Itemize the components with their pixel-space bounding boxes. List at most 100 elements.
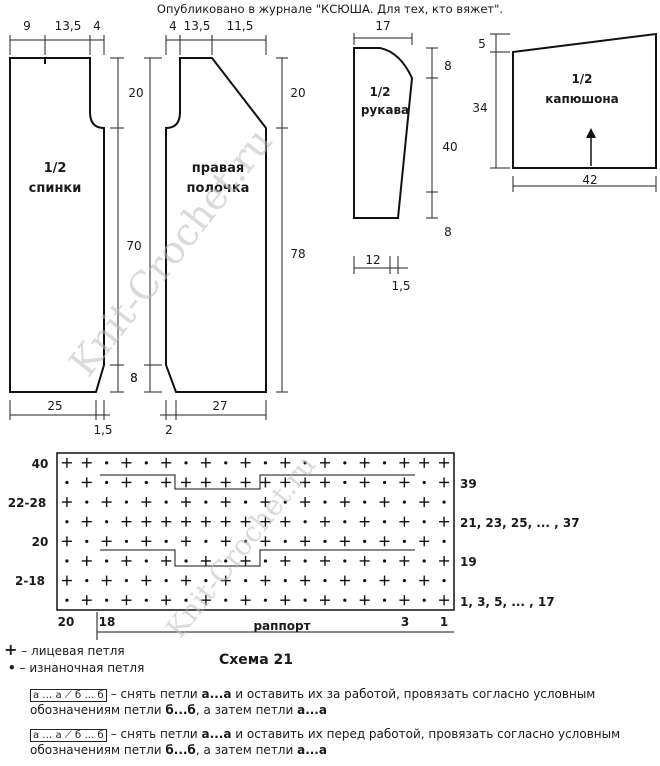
purl-stitch-icon	[442, 578, 446, 583]
hood-label-2: капюшона	[545, 92, 619, 106]
purl-stitch-icon	[224, 461, 228, 465]
legend-purl-text: – изнаночная петля	[19, 661, 145, 675]
purl-stitch-icon	[363, 578, 367, 583]
scheme-row-left-1: 40	[32, 457, 49, 471]
back-dim-width: 25	[47, 399, 62, 413]
front-dim-top-mid: 13,5	[184, 19, 211, 33]
purl-stitch-icon	[243, 500, 248, 504]
purl-stitch-icon	[323, 500, 327, 504]
purl-stitch-icon	[243, 578, 248, 583]
hood-dim-height: 34	[472, 101, 487, 115]
back-label-1: 1/2	[44, 161, 67, 176]
back-dim-top-right: 4	[93, 19, 101, 33]
purl-stitch-icon	[422, 520, 426, 524]
purl-stitch-icon	[283, 578, 287, 583]
purl-stitch-icon	[382, 559, 387, 563]
scheme-row-left-3: 20	[32, 535, 49, 549]
scheme-symbols	[61, 457, 450, 606]
purl-stitch-icon	[124, 539, 129, 543]
purl-stitch-icon	[363, 539, 367, 543]
sleeve-dim-top: 17	[375, 19, 390, 33]
front-piece: правая полочка 4 13,5 11,5 20 78 8 27 2	[130, 19, 305, 437]
purl-stitch-icon	[65, 520, 69, 524]
purl-stitch-icon	[65, 559, 69, 563]
purl-stitch-icon	[105, 559, 109, 563]
purl-stitch-icon	[422, 480, 426, 485]
scheme-repeat-label: раппорт	[253, 619, 310, 633]
front-dim-armhole: 20	[290, 86, 305, 100]
purl-stitch-icon	[65, 598, 69, 602]
purl-stitch-icon	[323, 539, 327, 543]
purl-stitch-icon	[184, 461, 188, 465]
legend-knit: + – лицевая петля	[4, 642, 125, 659]
front-dim-rib: 8	[130, 371, 138, 385]
scheme-col-20: 20	[58, 615, 75, 629]
purl-stitch-icon	[323, 578, 327, 583]
sleeve-dim-cap: 8	[444, 59, 452, 73]
scheme-row-right-1: 39	[460, 477, 477, 491]
legend-knit-text: – лицевая петля	[21, 644, 125, 658]
purl-stitch-icon	[85, 500, 89, 504]
purl-stitch-icon	[263, 598, 268, 602]
sleeve-piece: 1/2 рукава 17 8 40 8 12 1,5	[353, 19, 458, 293]
hood-piece: 1/2 капюшона 5 34 42	[472, 32, 657, 192]
back-piece: 1/2 спинки 9 13,5 4 20 70 8 25 1,5	[9, 19, 144, 437]
purl-stitch-icon	[343, 598, 347, 602]
cable-box-icon: а … а ⟋ б … б	[30, 689, 107, 702]
purl-stitch-icon	[263, 559, 268, 563]
sleeve-dim-bottom: 12	[365, 253, 380, 267]
publication-note: Опубликовано в журнале "КСЮША. Для тех, …	[156, 2, 504, 16]
purl-stitch-icon	[144, 559, 148, 563]
purl-stitch-icon	[124, 500, 129, 504]
purl-stitch-icon	[422, 559, 426, 563]
sleeve-dim-edge: 1,5	[391, 279, 410, 293]
legend-purl: • – изнаночная петля	[8, 660, 144, 676]
legend-cable-front: а … а ⟋ б … б– снять петли а...а и остав…	[30, 727, 621, 757]
purl-stitch-icon	[164, 539, 168, 543]
back-dim-top-mid: 13,5	[55, 19, 82, 33]
purl-stitch-icon	[343, 461, 347, 465]
purl-stitch-icon	[382, 598, 387, 602]
front-label-1: правая	[192, 161, 244, 176]
scheme-row-right-3: 19	[460, 555, 477, 569]
purl-stitch-icon	[303, 461, 307, 465]
back-dim-body: 70	[126, 239, 141, 253]
purl-stitch-icon	[144, 480, 148, 485]
purl-stitch-icon	[85, 578, 89, 583]
purl-stitch-icon	[204, 500, 208, 504]
back-dim-edge: 1,5	[93, 423, 112, 437]
back-dim-armhole: 20	[128, 86, 143, 100]
purl-stitch-icon	[263, 461, 268, 465]
purl-stitch-icon	[224, 559, 228, 563]
purl-stitch-icon	[85, 539, 89, 543]
purl-stitch-icon	[204, 578, 208, 583]
purl-stitch-icon	[204, 539, 208, 543]
back-dim-rib: 8	[130, 371, 138, 385]
purl-stitch-icon	[382, 461, 387, 465]
purl-stitch-icon	[283, 500, 287, 504]
scheme-row-right-4: 1, 3, 5, ... , 17	[460, 595, 555, 609]
purl-stitch-icon	[382, 480, 387, 485]
purl-stitch-icon	[283, 539, 287, 543]
scheme-row-left-2: 22-28	[8, 496, 46, 510]
scheme-col-18: 18	[99, 615, 116, 629]
hood-label-1: 1/2	[571, 72, 592, 86]
purl-stitch-icon	[382, 520, 387, 524]
sleeve-dim-body: 40	[442, 140, 457, 154]
plus-symbol-icon: +	[4, 640, 18, 659]
sleeve-dim-cuff: 8	[444, 225, 452, 239]
purl-stitch-icon	[303, 559, 307, 563]
purl-stitch-icon	[65, 480, 69, 485]
purl-stitch-icon	[164, 500, 168, 504]
stitch-scheme: 40 22-28 20 2-18 39 21, 23, 25, ... , 37…	[8, 452, 580, 668]
sleeve-label-1: 1/2	[369, 85, 390, 99]
purl-stitch-icon	[164, 578, 168, 583]
front-dim-width: 27	[212, 399, 227, 413]
scheme-col-3: 3	[401, 615, 409, 629]
purl-stitch-icon	[144, 461, 148, 465]
purl-stitch-icon	[343, 480, 347, 485]
scheme-row-left-4: 2-18	[15, 574, 45, 588]
purl-stitch-icon	[442, 500, 446, 504]
purl-stitch-icon	[124, 578, 129, 583]
